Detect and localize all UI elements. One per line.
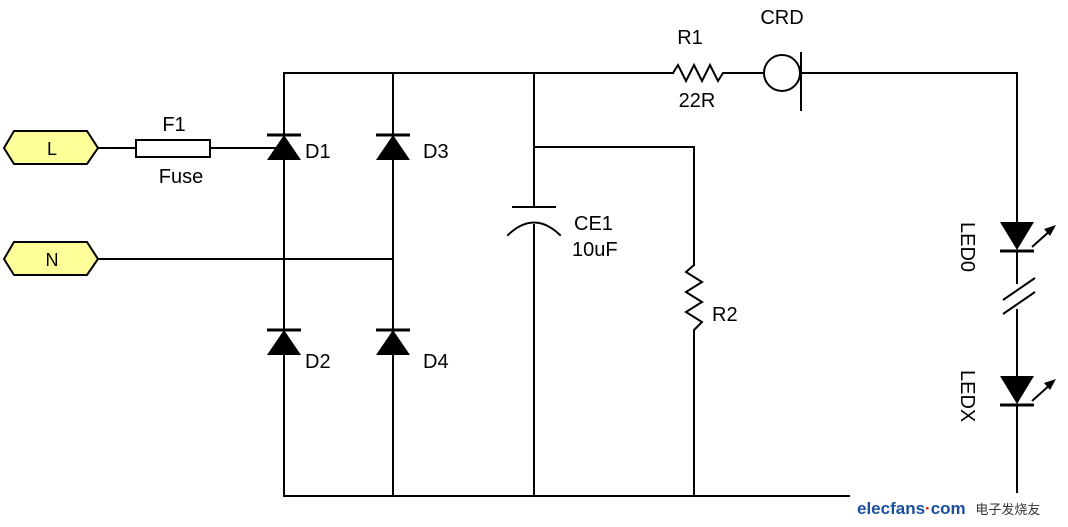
- resistor-r1: R1 22R: [671, 27, 729, 112]
- watermark: elecfans·com 电子发烧友: [850, 493, 1064, 523]
- crd-circle: [763, 54, 801, 92]
- watermark-backdrop: [850, 493, 1064, 523]
- watermark-site: elecfans: [857, 499, 925, 518]
- fuse-f1: F1 Fuse: [135, 114, 211, 188]
- diode-d4: D4: [376, 328, 449, 373]
- terminal-l-label: L: [47, 139, 57, 159]
- diode-d4-label: D4: [423, 351, 449, 373]
- terminal-l: L: [2, 130, 100, 165]
- diode-d2: D2: [267, 328, 331, 373]
- terminal-n-shape: [2, 241, 100, 276]
- resistor-r1-ref: R1: [677, 27, 703, 49]
- break-slash-bottom: [1002, 291, 1036, 315]
- diode-d3-label: D3: [423, 141, 449, 163]
- led-0: LED0: [956, 222, 1056, 272]
- crd-component: CRD: [760, 7, 804, 111]
- diode-d2-label: D2: [305, 351, 331, 373]
- led-0-body: [1000, 222, 1034, 250]
- diode-d1: D1: [267, 133, 331, 163]
- resistor-r1-value: 22R: [679, 90, 716, 112]
- resistor-r1-zigzag: [671, 62, 729, 84]
- resistor-r2-ref: R2: [712, 304, 738, 326]
- led-x-body: [1000, 376, 1034, 404]
- capacitor-ce1: CE1 10uF: [506, 206, 618, 261]
- led-x-arrow-icon: [1044, 379, 1056, 390]
- wires: [97, 72, 1018, 497]
- crd-ref: CRD: [760, 7, 803, 29]
- break-slash-top: [1002, 277, 1036, 301]
- fuse-ref: F1: [162, 114, 185, 136]
- watermark-separator: ·: [925, 499, 931, 518]
- led-x-label: LEDX: [956, 370, 978, 422]
- diode-d1-body: [267, 135, 301, 160]
- fuse-body: [135, 139, 211, 158]
- terminal-n: N: [2, 241, 100, 276]
- led-0-arrow-icon: [1044, 225, 1056, 236]
- watermark-text: elecfans·com 电子发烧友: [857, 499, 1040, 518]
- terminal-l-shape: [2, 130, 100, 165]
- fuse-value: Fuse: [159, 166, 203, 188]
- led-0-label: LED0: [956, 222, 978, 272]
- capacitor-plate-curved: [506, 221, 562, 237]
- capacitor-value: 10uF: [572, 239, 618, 261]
- terminal-n-label: N: [46, 250, 59, 270]
- diode-d2-body: [267, 330, 301, 355]
- resistor-r2-zigzag: [684, 263, 704, 334]
- led-x: LEDX: [956, 370, 1056, 422]
- watermark-domain: com: [931, 499, 966, 518]
- resistor-r2: R2: [684, 263, 738, 334]
- watermark-chinese: 电子发烧友: [975, 502, 1040, 517]
- diode-d3: D3: [376, 133, 449, 163]
- diode-d4-body: [376, 330, 410, 355]
- diode-d1-label: D1: [305, 141, 331, 163]
- capacitor-ref: CE1: [574, 213, 613, 235]
- diode-d3-body: [376, 135, 410, 160]
- led-series-break: [1002, 277, 1036, 315]
